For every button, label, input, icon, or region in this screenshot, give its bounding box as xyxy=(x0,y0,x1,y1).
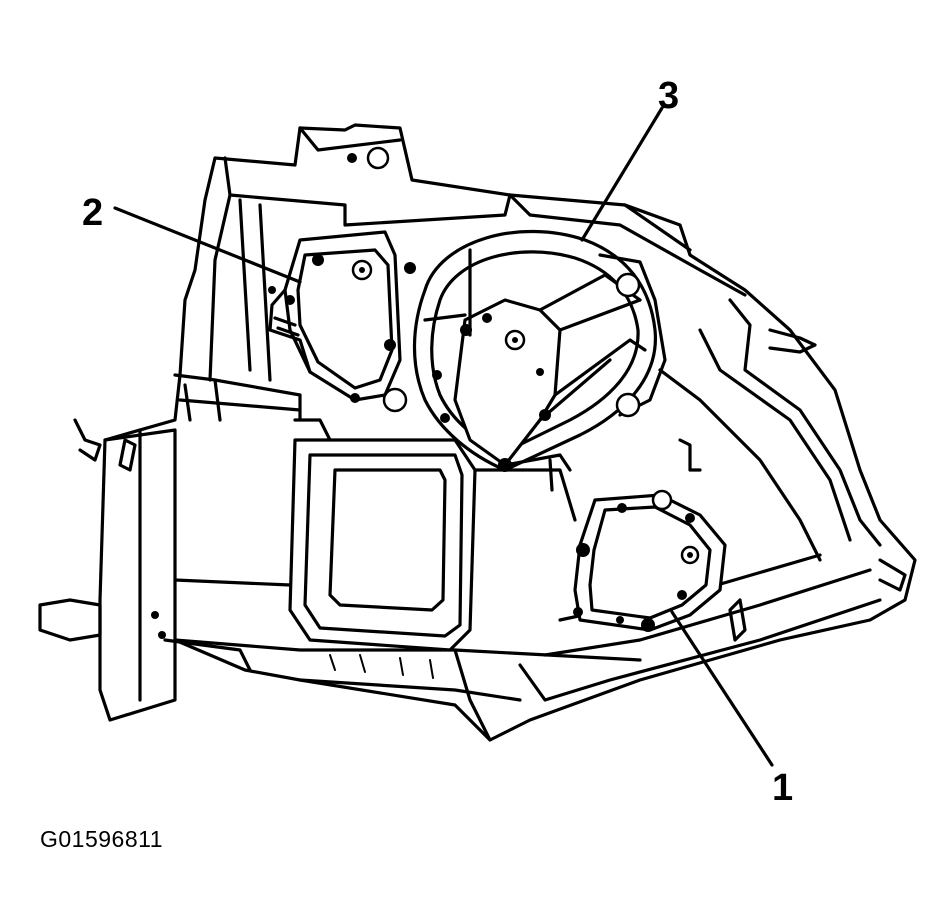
callout-2: 2 xyxy=(82,192,103,234)
figure-code: G01596811 xyxy=(40,826,164,852)
callout-leaders xyxy=(113,106,774,767)
callout-1: 1 xyxy=(772,767,793,809)
leader-1 xyxy=(670,610,774,767)
leader-3 xyxy=(580,106,664,242)
actuator-3 xyxy=(412,229,702,492)
actuator-1 xyxy=(573,489,747,642)
actuator-2 xyxy=(268,230,416,413)
leader-2 xyxy=(113,206,302,284)
callout-3: 3 xyxy=(658,75,679,117)
